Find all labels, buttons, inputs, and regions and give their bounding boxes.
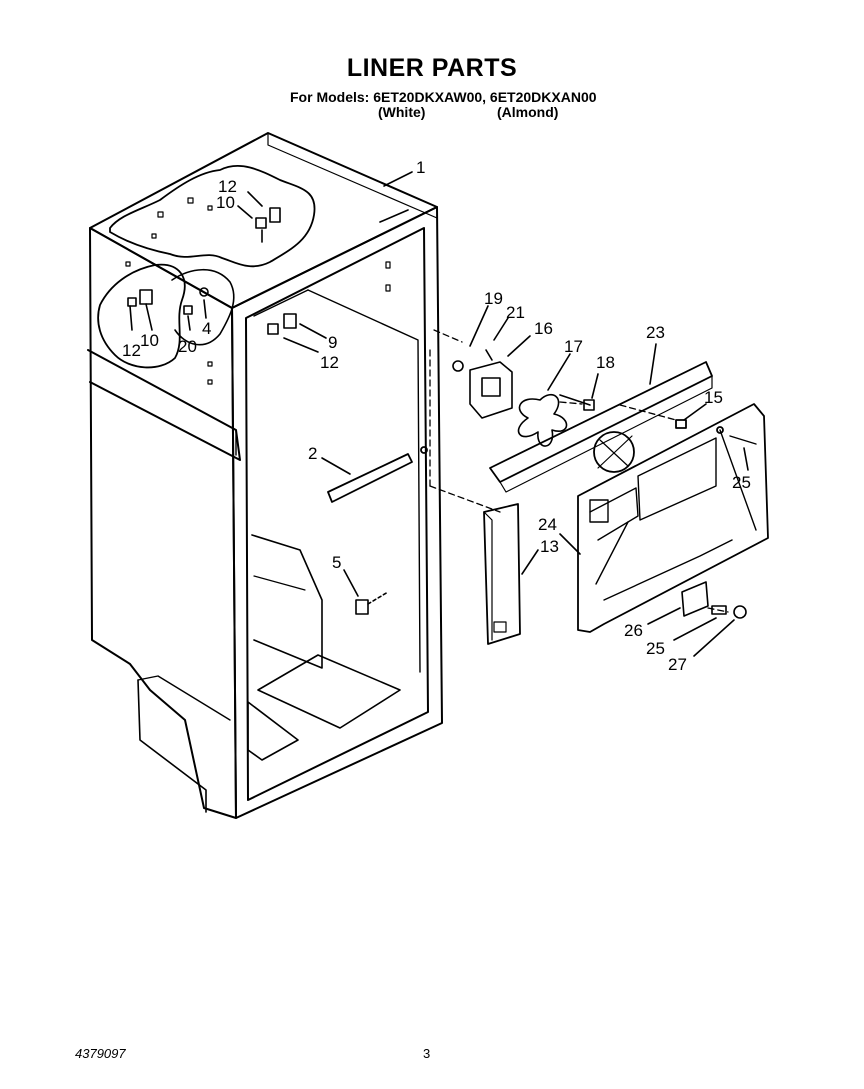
callout-27: 27 xyxy=(668,655,687,674)
callout-16: 16 xyxy=(534,319,553,338)
callout-10-top: 10 xyxy=(216,193,235,212)
light-socket xyxy=(355,591,389,615)
models-line: For Models: 6ET20DKXAW00, 6ET20DKXAN00 xyxy=(290,89,597,105)
callout-19: 19 xyxy=(484,289,503,308)
top-hinge-bracket xyxy=(255,207,281,243)
rear-panel xyxy=(577,403,769,633)
variant-almond-label: (Almond) xyxy=(497,104,559,120)
callout-12-side: 12 xyxy=(122,341,141,360)
callout-23: 23 xyxy=(646,323,665,342)
page-title: LINER PARTS xyxy=(346,54,518,82)
callout-1: 1 xyxy=(416,158,425,177)
callout-20: 20 xyxy=(178,337,197,356)
page-number: 3 xyxy=(423,1046,431,1061)
callout-25-upper: 25 xyxy=(732,473,751,492)
motor-screw xyxy=(583,399,595,411)
evaporator-cover xyxy=(489,361,713,493)
callout-4: 4 xyxy=(202,319,211,338)
variant-white-label: (White) xyxy=(378,104,426,120)
callout-13: 13 xyxy=(540,537,559,556)
callout-12-interior: 12 xyxy=(320,353,339,372)
fan-motor-assembly xyxy=(452,349,591,447)
interior-hinge-bracket xyxy=(267,313,297,335)
callout-17: 17 xyxy=(564,337,583,356)
callout-15: 15 xyxy=(704,388,723,407)
callout-labels: 1 12 10 12 10 20 4 9 12 19 21 16 17 18 2… xyxy=(122,158,751,674)
callout-10-side: 10 xyxy=(140,331,159,350)
callout-18: 18 xyxy=(596,353,615,372)
liner-cabinet xyxy=(87,132,443,819)
shelf-support-rail xyxy=(327,446,428,503)
side-mount-brackets xyxy=(127,287,209,315)
callout-5: 5 xyxy=(332,553,341,572)
leader-lines xyxy=(129,171,749,657)
callout-12-top: 12 xyxy=(218,177,237,196)
bracket-and-bulb xyxy=(681,581,747,619)
callout-24: 24 xyxy=(538,515,557,534)
callout-21: 21 xyxy=(506,303,525,322)
exploded-view-guides xyxy=(429,329,729,613)
callout-26: 26 xyxy=(624,621,643,640)
air-duct-channel xyxy=(483,503,521,645)
callout-2: 2 xyxy=(308,444,317,463)
callout-25-lower: 25 xyxy=(646,639,665,658)
document-number: 4379097 xyxy=(75,1046,126,1061)
callout-9: 9 xyxy=(328,333,337,352)
